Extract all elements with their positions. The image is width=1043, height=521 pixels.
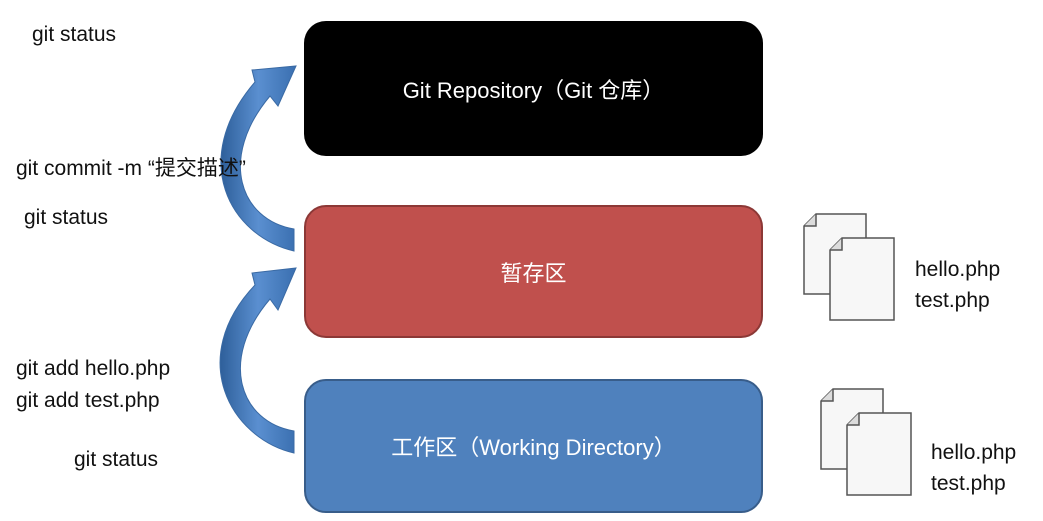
curved-up-arrow-icon bbox=[220, 65, 297, 252]
git-status-label-mid: git status bbox=[24, 206, 109, 229]
git-add-hello-label: git add hello.php bbox=[16, 357, 171, 380]
staging-file-list: hello.php test.php bbox=[915, 254, 1000, 316]
git-commit-label: git commit -m “提交描述” bbox=[16, 157, 246, 180]
document-stack-icon bbox=[820, 388, 912, 496]
staging-area-label: 暂存区 bbox=[500, 260, 567, 286]
git-status-label-bottom: git status bbox=[74, 448, 159, 471]
curved-up-arrow-icon bbox=[219, 267, 297, 454]
git-add-test-label: git add test.php bbox=[16, 389, 160, 412]
staging-file-test: test.php bbox=[915, 289, 990, 312]
working-file-hello: hello.php bbox=[931, 441, 1017, 464]
working-file-test: test.php bbox=[931, 472, 1006, 495]
document-stack-icon bbox=[803, 213, 895, 321]
staging-file-hello: hello.php bbox=[915, 258, 1001, 281]
git-status-label-top: git status bbox=[32, 23, 117, 46]
working-file-list: hello.php test.php bbox=[931, 437, 1016, 499]
git-repository-box: Git Repository（Git 仓库） bbox=[304, 21, 763, 156]
working-directory-box: 工作区（Working Directory） bbox=[304, 379, 763, 513]
git-repository-label: Git Repository（Git 仓库） bbox=[402, 77, 665, 103]
staging-area-box: 暂存区 bbox=[304, 205, 763, 338]
working-directory-label: 工作区（Working Directory） bbox=[391, 435, 676, 460]
